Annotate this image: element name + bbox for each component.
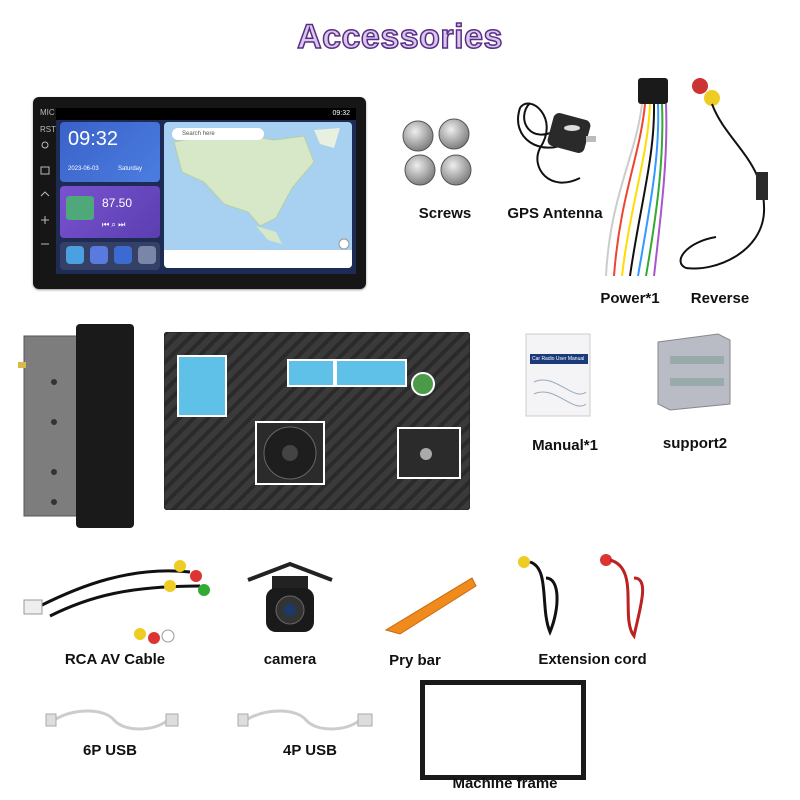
map-view: Search here [164, 122, 352, 268]
usb4-label: 4P USB [283, 742, 337, 759]
head-unit-screen: 09:32 09:32 2023-06-03 Saturday 87.50 ⏮ … [56, 108, 356, 274]
clock-day: Saturday [118, 166, 143, 172]
extension-label: Extension cord [538, 651, 647, 668]
app-dock [60, 242, 160, 270]
side-buttons-icon [40, 141, 50, 245]
clock-date: 2023-06-03 [68, 166, 99, 172]
radio-frequency: 87.50 [102, 196, 133, 210]
machine-frame-image [420, 680, 586, 780]
rca-label: RCA AV Cable [64, 651, 166, 668]
radio-controls-icon: ⏮ ⌕ ⏭ [102, 220, 126, 229]
page-title: Accessories [296, 17, 503, 57]
power-harness-image [605, 78, 668, 277]
clock-widget: 09:32 2023-06-03 Saturday [60, 122, 160, 182]
gallery-icon [138, 246, 156, 264]
map-search-input: Search here [172, 128, 264, 140]
app-icon [66, 246, 84, 264]
power-label: Power*1 [600, 290, 660, 307]
pry-bar-image [384, 577, 477, 635]
equalizer-icon [90, 246, 108, 264]
north-america-map [164, 128, 352, 268]
gps-antenna-image [517, 102, 596, 184]
camera-label: camera [263, 651, 317, 668]
support-label: support2 [662, 435, 728, 452]
unit-rear-view-image [164, 332, 470, 510]
manual-cover-text: Car Radio User Manual [532, 356, 585, 362]
usb6-label: 6P USB [83, 742, 137, 759]
camera-image [247, 561, 333, 632]
usb-4p-image [237, 709, 373, 731]
status-time: 09:32 [332, 110, 350, 117]
screws-image [402, 118, 472, 186]
usb-6p-image [45, 709, 179, 731]
album-art [66, 196, 94, 220]
pry-label: Pry bar [389, 652, 441, 669]
mic-label: MIC [40, 108, 55, 117]
screws-label: Screws [418, 205, 472, 222]
extension-cord-image [518, 554, 645, 640]
gps-label: GPS Antenna [507, 205, 603, 222]
rca-cable-image [23, 560, 210, 644]
manual-label: Manual*1 [532, 437, 598, 454]
reverse-label: Reverse [690, 290, 750, 307]
support-bracket-image [657, 333, 731, 411]
unit-side-view-image [18, 324, 134, 528]
manual-image [525, 333, 591, 417]
clock-time: 09:32 [68, 128, 119, 150]
radio-widget: 87.50 ⏮ ⌕ ⏭ [60, 186, 160, 238]
rst-label: RST [40, 125, 56, 134]
frame-label: Machine frame [452, 775, 558, 792]
car-icon [114, 246, 132, 264]
status-bar: 09:32 [56, 108, 356, 120]
reverse-cable-image [679, 78, 768, 270]
